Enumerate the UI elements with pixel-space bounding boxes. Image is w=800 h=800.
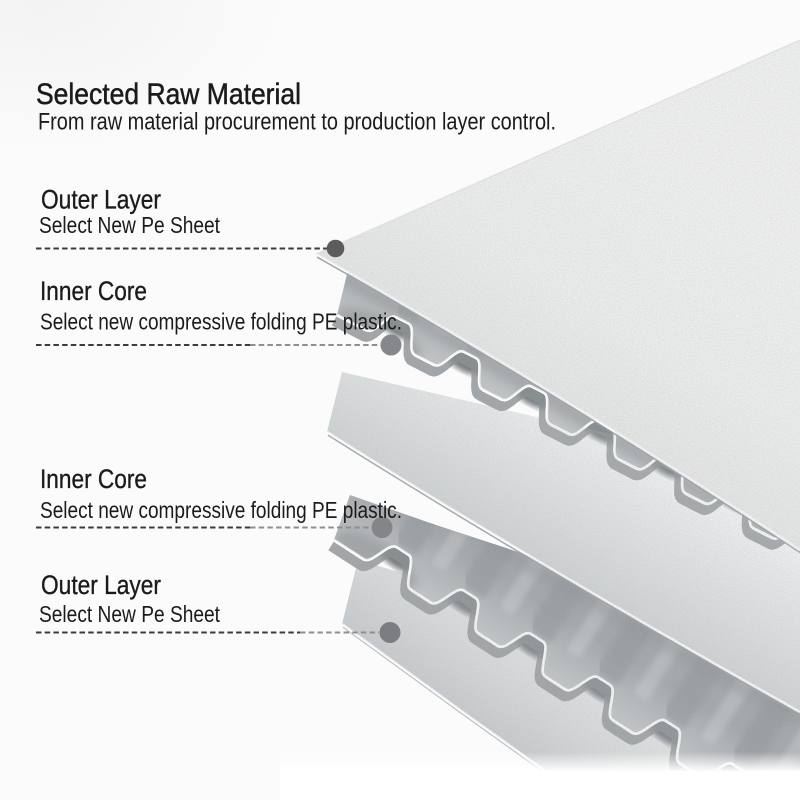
svg-text:Select new compressive folding: Select new compressive folding PE plasti… xyxy=(40,309,402,335)
svg-text:Select New Pe Sheet: Select New Pe Sheet xyxy=(39,601,220,627)
svg-text:Select new compressive folding: Select new compressive folding PE plasti… xyxy=(40,497,402,523)
svg-text:Selected Raw Material: Selected Raw Material xyxy=(36,78,301,111)
svg-text:Inner Core: Inner Core xyxy=(40,276,147,306)
svg-text:From raw material procurement: From raw material procurement to product… xyxy=(38,109,556,136)
svg-text:Select New Pe Sheet: Select New Pe Sheet xyxy=(39,212,220,238)
svg-text:Inner Core: Inner Core xyxy=(40,464,147,494)
svg-text:Outer Layer: Outer Layer xyxy=(41,570,161,600)
svg-text:Outer Layer: Outer Layer xyxy=(41,185,161,215)
